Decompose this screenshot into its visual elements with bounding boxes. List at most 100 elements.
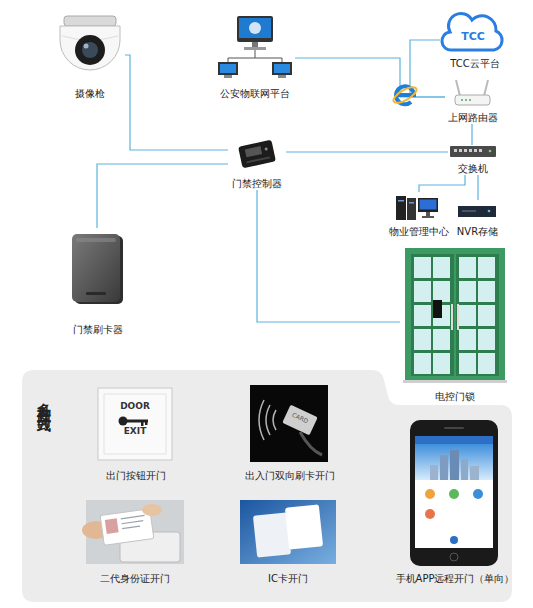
exit-button bbox=[104, 394, 166, 454]
smartphone bbox=[449, 489, 459, 499]
panel-background bbox=[22, 370, 512, 602]
smartphone bbox=[410, 420, 498, 566]
caption-holder: IC卡开门 bbox=[218, 573, 358, 585]
connector-line bbox=[286, 151, 448, 152]
panel-title: 多种开门方式 bbox=[36, 392, 52, 410]
caption-holder: 电控门锁 bbox=[380, 391, 530, 403]
cloud-logo bbox=[442, 13, 502, 50]
caption-holder: 手机APP远程开门（单向） bbox=[365, 573, 533, 585]
caption-holder: 公安物联网平台 bbox=[195, 88, 315, 100]
dome-camera bbox=[75, 35, 105, 65]
caption-holder: 摄像枪 bbox=[35, 88, 145, 100]
ic-card-photo bbox=[285, 504, 323, 549]
printed-label: CARD bbox=[282, 408, 317, 429]
server-icon bbox=[409, 202, 414, 204]
smartphone bbox=[473, 489, 483, 499]
card-swipe-photo bbox=[300, 432, 322, 455]
smartphone bbox=[425, 489, 435, 499]
node-label: 门禁控制器 bbox=[208, 178, 306, 190]
caption-holder: 门禁刷卡器 bbox=[40, 324, 155, 336]
exit-button bbox=[98, 388, 172, 460]
exit-button bbox=[126, 420, 148, 423]
smartphone bbox=[450, 553, 458, 561]
node-label: 摄像枪 bbox=[35, 88, 145, 100]
exit-button bbox=[98, 388, 172, 460]
card-swipe-photo bbox=[282, 405, 318, 436]
router-icon bbox=[455, 80, 490, 105]
computer-network bbox=[218, 16, 292, 78]
server-icon bbox=[418, 198, 438, 212]
node-label: 出门按钮开门 bbox=[68, 470, 203, 482]
router-icon bbox=[469, 99, 471, 101]
dome-camera bbox=[82, 42, 98, 58]
caption-holder: NVR存储 bbox=[435, 226, 520, 238]
router-icon bbox=[455, 95, 490, 105]
server-icon bbox=[396, 196, 406, 220]
caption-holder: TCC云平台 bbox=[420, 58, 530, 70]
caption-holder: 上网路由器 bbox=[425, 112, 520, 124]
nvr-icon bbox=[462, 210, 476, 212]
controller-icon bbox=[264, 147, 268, 151]
smartphone bbox=[470, 466, 479, 480]
controller-icon bbox=[246, 156, 270, 163]
node-label: NVR存储 bbox=[435, 226, 520, 238]
card-reader bbox=[86, 292, 106, 295]
connector-line bbox=[419, 175, 465, 192]
id-card-photo bbox=[121, 515, 146, 528]
computer-network bbox=[218, 62, 238, 75]
switch-icon bbox=[454, 149, 457, 152]
id-card-photo bbox=[82, 500, 184, 564]
door-illustration bbox=[452, 304, 458, 330]
node-label: IC卡开门 bbox=[218, 573, 358, 585]
ic-card-photo bbox=[240, 500, 336, 564]
switch-icon bbox=[450, 146, 496, 157]
caption-holder: 门禁控制器 bbox=[208, 178, 306, 190]
switch-icon bbox=[450, 146, 496, 157]
panel-title-holder: 多种开门方式 bbox=[36, 392, 52, 410]
connector-line bbox=[471, 124, 472, 145]
controller-icon bbox=[238, 140, 276, 169]
printed-label: TCC bbox=[448, 31, 498, 43]
dome-camera bbox=[60, 26, 120, 70]
smartphone bbox=[430, 465, 438, 480]
node-label: 上网路由器 bbox=[425, 112, 520, 124]
door-illustration bbox=[403, 248, 507, 383]
node-label: 交换机 bbox=[428, 163, 518, 175]
server-icon bbox=[426, 212, 430, 216]
exit-button bbox=[145, 422, 148, 425]
card-swipe-photo bbox=[250, 385, 328, 462]
id-card-photo bbox=[142, 504, 162, 516]
switch-icon bbox=[474, 149, 477, 152]
switch-icon bbox=[489, 150, 492, 153]
server-icon bbox=[407, 198, 416, 220]
connector-line bbox=[257, 190, 400, 322]
switch-icon bbox=[479, 149, 482, 152]
node-label: 二代身份证开门 bbox=[62, 573, 207, 585]
node-label: 公安物联网平台 bbox=[195, 88, 315, 100]
device-node: NVR存储 bbox=[455, 200, 500, 238]
computer-network bbox=[228, 50, 282, 62]
caption-holder: 物业管理中心 bbox=[368, 226, 470, 238]
door-illustration bbox=[433, 300, 442, 318]
card-reader bbox=[72, 234, 123, 304]
printed-label: EXIT bbox=[110, 427, 160, 437]
card-swipe-photo bbox=[259, 400, 276, 440]
card-reader bbox=[76, 238, 116, 242]
connector-line bbox=[295, 58, 445, 97]
router-icon bbox=[461, 99, 463, 101]
connector-line bbox=[125, 55, 228, 150]
printed-label: DOOR bbox=[110, 402, 160, 412]
card-swipe-photo bbox=[250, 385, 328, 462]
exit-button bbox=[141, 422, 144, 426]
door-illustration bbox=[403, 380, 507, 383]
ic-card-photo bbox=[253, 512, 291, 557]
caption-holder: 出门按钮开门 bbox=[68, 470, 203, 482]
nvr-icon bbox=[458, 206, 496, 217]
server-icon bbox=[422, 216, 434, 218]
smartphone bbox=[415, 436, 493, 548]
smartphone bbox=[415, 436, 493, 444]
browser-icon bbox=[391, 84, 419, 106]
